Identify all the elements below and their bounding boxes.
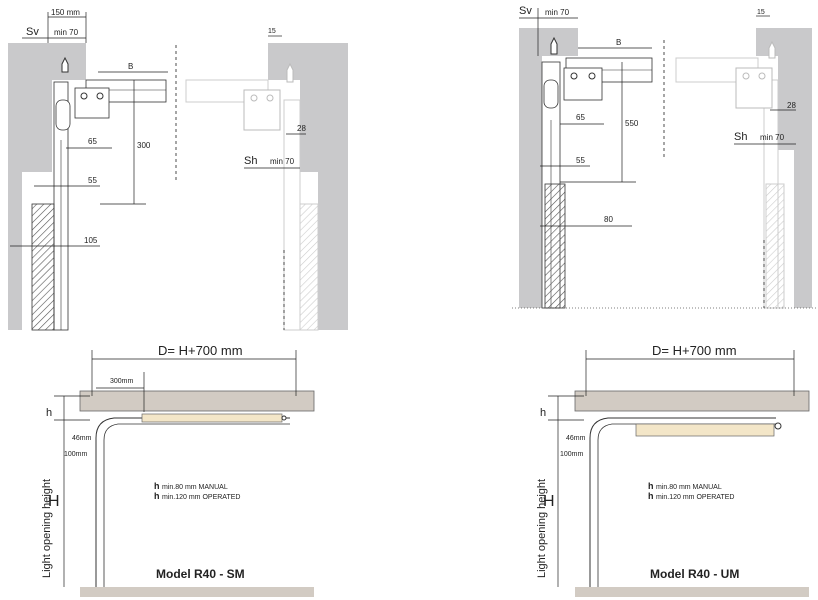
roller-plate (543, 79, 559, 109)
ceiling-beam (79, 390, 315, 412)
b-label: B (616, 38, 621, 47)
ceiling-beam (574, 390, 810, 412)
right-bracket-faded (735, 67, 773, 109)
left-wall (519, 28, 578, 308)
sv-min-label: min 70 (545, 8, 570, 17)
dim-550: 550 (625, 119, 639, 128)
top-left-detail: 150 mm Sv min 70 B 300 65 55 105 15 28 S… (8, 8, 348, 331)
right-track (283, 99, 301, 331)
sv-min-label: min 70 (54, 28, 79, 37)
roller-icon (281, 415, 287, 421)
dim-28: 28 (297, 124, 306, 133)
track-curve (95, 417, 290, 587)
sv-label: Sv (519, 5, 532, 17)
dim-300mm: 300mm (110, 378, 134, 385)
sh-label: Sh (734, 131, 747, 143)
big-h-label: H (48, 493, 60, 510)
spring-mount (550, 36, 558, 55)
roller-icon (774, 422, 782, 430)
door-panel (544, 183, 566, 309)
note-h2: h (154, 491, 160, 501)
model-label: Model R40 - SM (156, 567, 245, 581)
note-h1: h (648, 481, 654, 491)
sh-min-label: min 70 (270, 157, 295, 166)
right-wall (756, 28, 812, 308)
bolt-icon (266, 94, 274, 102)
dim-55: 55 (88, 176, 97, 185)
bolt-icon (588, 72, 596, 80)
note-operated: min.120 mm OPERATED (162, 494, 240, 501)
dim-80: 80 (604, 215, 613, 224)
dim-100: 100mm (64, 451, 88, 458)
door-panel (31, 203, 55, 331)
note-manual: min.80 mm MANUAL (162, 484, 228, 491)
model-label: Model R40 - UM (650, 567, 739, 581)
bolt-icon (570, 72, 578, 80)
door-panel-open (635, 423, 775, 437)
dim-15: 15 (757, 9, 765, 16)
depth-label: D= H+700 mm (652, 343, 737, 358)
dim-46: 46mm (72, 435, 92, 442)
depth-label: D= H+700 mm (158, 343, 243, 358)
dim-15: 15 (268, 28, 276, 35)
dim-300: 300 (137, 141, 151, 150)
track-curve (589, 417, 776, 587)
bolt-icon (758, 72, 766, 80)
right-bracket-faded (243, 89, 281, 131)
small-h-label: h (46, 407, 52, 419)
right-panel-faded (765, 183, 785, 309)
dim-55: 55 (576, 156, 585, 165)
note-manual: min.80 mm MANUAL (656, 484, 722, 491)
bolt-icon (96, 92, 104, 100)
bolt-icon (742, 72, 750, 80)
spring-mount (61, 56, 69, 73)
b-label: B (128, 62, 133, 71)
note-h2: h (648, 491, 654, 501)
bolt-icon (80, 92, 88, 100)
note-operated: min.120 mm OPERATED (656, 494, 734, 501)
right-spring-mount (768, 40, 776, 59)
dim-100: 100mm (560, 451, 584, 458)
light-opening-label: Light opening height (536, 479, 548, 578)
dim-46: 46mm (566, 435, 586, 442)
floor (575, 587, 809, 597)
bolt-icon (250, 94, 258, 102)
light-opening-label: Light opening height (41, 479, 53, 578)
door-panel-open (141, 413, 283, 423)
sh-label: Sh (244, 155, 257, 167)
roller-plate (55, 99, 71, 131)
small-h-label: h (540, 407, 546, 419)
right-spring-mount (286, 62, 294, 83)
track-curve-inner (597, 423, 776, 587)
bottom-left-section: D= H+700 mm 300mm h 46mm 100mm H Light o… (41, 343, 315, 597)
floor (80, 587, 314, 597)
dim-65: 65 (576, 113, 585, 122)
track-curve-inner (103, 423, 290, 587)
bottom-right-section: D= H+700 mm h 46mm 100mm H Light opening… (536, 343, 810, 597)
note-h1: h (154, 481, 160, 491)
right-panel-faded (299, 203, 319, 331)
dim-150mm: 150 mm (51, 8, 80, 17)
bracket (563, 67, 603, 101)
right-wall (268, 43, 348, 330)
top-right-detail: Sv min 70 B 550 65 55 80 15 28 Sh min 70 (512, 5, 818, 309)
sv-label: Sv (26, 26, 39, 38)
sh-min-label: min 70 (760, 133, 785, 142)
big-h-label: H (543, 493, 555, 510)
dim-65: 65 (88, 137, 97, 146)
dim-105: 105 (84, 236, 98, 245)
left-wall (8, 43, 52, 330)
dim-28: 28 (787, 101, 796, 110)
bracket (74, 87, 110, 119)
